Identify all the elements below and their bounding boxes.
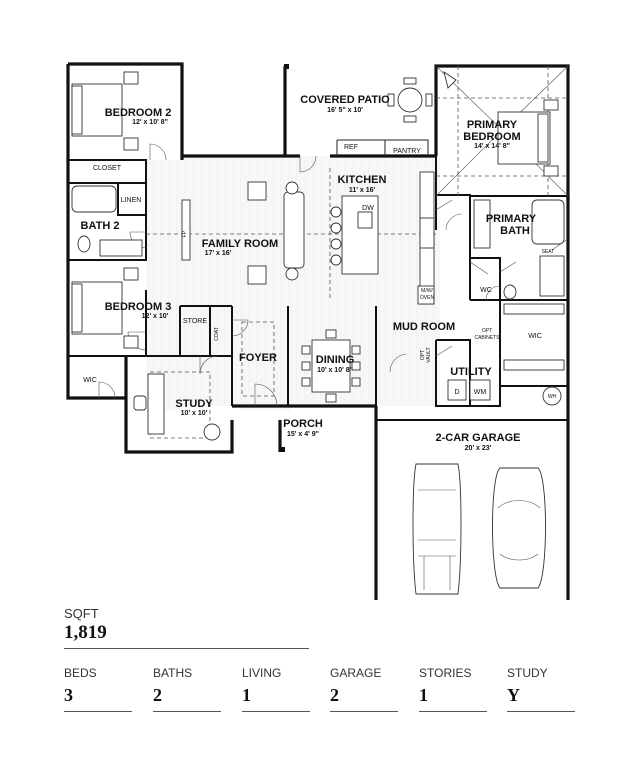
study-dim: 10' x 10' (181, 410, 208, 417)
study-name: STUDY (175, 398, 213, 410)
exterior-walls (66, 62, 570, 600)
garage-name: 2-CAR GARAGE (436, 432, 521, 444)
kitchen-name: KITCHEN (338, 174, 387, 186)
dining-name: DINING (316, 354, 355, 366)
stat-study-divider (507, 711, 575, 712)
stat-study-value: Y (507, 685, 520, 705)
floor-plan: BEDROOM 2 12' x 10' 8" COVERED PATIO 16'… (66, 62, 570, 600)
garage-cars (412, 463, 546, 595)
stat-garage-value: 2 (330, 685, 339, 705)
bedroom2-name: BEDROOM 2 (105, 107, 172, 119)
stat-baths-label: BATHS (153, 666, 193, 680)
sqft-divider (64, 648, 309, 649)
opt-cabinets-label-2: CABINETS (474, 335, 500, 341)
wic-bed3-label: WIC (83, 377, 97, 384)
bedroom2-dim: 12' x 10' 8" (132, 119, 168, 126)
stat-study-label: STUDY (507, 666, 548, 680)
mw-label-2: OVEN (420, 295, 435, 301)
room-labels: BEDROOM 2 12' x 10' 8" COVERED PATIO 16'… (81, 94, 537, 452)
seat-label: SEAT (542, 249, 555, 255)
wic-primary-label: WIC (528, 333, 542, 340)
ref-label: REF (344, 144, 358, 151)
stat-beds-value: 3 (64, 685, 73, 705)
mud-room-name: MUD ROOM (393, 321, 455, 333)
stat-living-label: LIVING (242, 666, 282, 680)
stat-study: STUDY Y (507, 666, 575, 712)
dining-dim: 10' x 10' 8" (317, 367, 353, 374)
fp-label: FP (182, 230, 188, 237)
opt-vault-label-2: VAULT (426, 347, 432, 362)
stat-beds-divider (64, 711, 132, 712)
bedroom3-dim: 12' x 10' (142, 313, 169, 320)
porch-name: PORCH (283, 418, 323, 430)
furniture (71, 70, 565, 441)
closet-label: CLOSET (93, 165, 122, 172)
bedroom3-name: BEDROOM 3 (105, 301, 172, 313)
stat-stories-divider (419, 711, 487, 712)
washer-label: WM (474, 389, 487, 396)
stat-garage-label: GARAGE (330, 666, 382, 680)
primary-bedroom-name-1: PRIMARY (467, 119, 518, 131)
bath2-name: BATH 2 (81, 220, 120, 232)
stat-baths-divider (153, 711, 221, 712)
primary-bedroom-name-2: BEDROOM (463, 131, 520, 143)
stat-beds: BEDS 3 (64, 666, 132, 712)
family-room-name: FAMILY ROOM (202, 238, 278, 250)
covered-patio-name: COVERED PATIO (300, 94, 390, 106)
stat-stories-label: STORIES (419, 666, 472, 680)
dryer-label: D (454, 389, 459, 396)
water-heater-label: WH (548, 394, 557, 400)
store-label: STORE (183, 318, 207, 325)
opt-vault-label-1: OPT (420, 350, 426, 360)
wc-bath-label: WC (480, 287, 492, 294)
sqft-label: SQFT (64, 606, 99, 621)
porch-dim: 15' x 4' 9" (287, 431, 319, 438)
interior-walls (68, 139, 568, 421)
door-swings (98, 143, 567, 407)
stat-baths: BATHS 2 (153, 666, 221, 712)
primary-bedroom-dim: 14' x 14' 8" (474, 143, 510, 150)
pantry-label: PANTRY (393, 148, 421, 155)
coat-label: COAT (214, 327, 220, 341)
sqft-value: 1,819 (64, 622, 107, 643)
foyer-name: FOYER (239, 352, 277, 364)
garage-dim: 20' x 23' (465, 445, 492, 452)
fixture-labels: CLOSET LINEN REF PANTRY DW FP SEAT WC WI… (83, 144, 556, 400)
utility-name: UTILITY (450, 366, 492, 378)
stat-garage: GARAGE 2 (330, 666, 398, 712)
stat-living-value: 1 (242, 685, 251, 705)
stat-baths-value: 2 (153, 685, 162, 705)
stat-stories: STORIES 1 (419, 666, 487, 712)
primary-bath-name-2: BATH (500, 225, 530, 237)
mw-label-1: M/W/ (421, 288, 433, 294)
opt-cabinets-label-1: OPT (482, 328, 492, 334)
primary-bath-name-1: PRIMARY (486, 213, 537, 225)
family-room-dim: 17' x 16' (205, 250, 232, 257)
stat-beds-label: BEDS (64, 666, 97, 680)
stat-living: LIVING 1 (242, 666, 310, 712)
stat-stories-value: 1 (419, 685, 428, 705)
stat-living-divider (242, 711, 310, 712)
covered-patio-dim: 16' 5" x 10' (327, 107, 363, 114)
kitchen-dim: 11' x 16' (349, 187, 376, 194)
linen-label: LINEN (121, 197, 142, 204)
stat-garage-divider (330, 711, 398, 712)
dw-label: DW (362, 205, 374, 212)
posts (280, 64, 289, 452)
